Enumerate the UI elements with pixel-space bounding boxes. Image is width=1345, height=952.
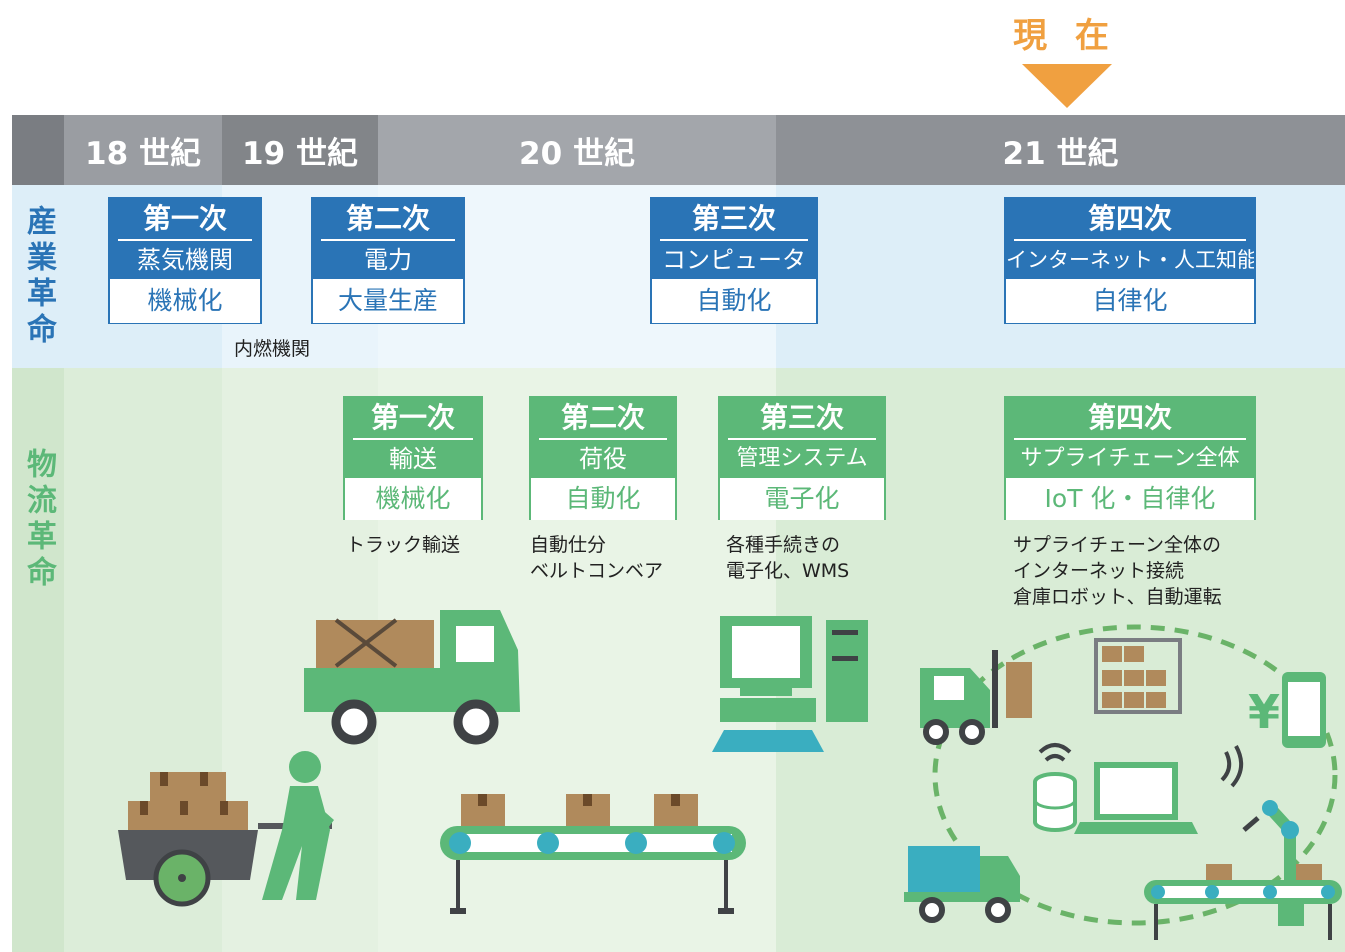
- logistics-card-3: 第三次管理システム 電子化: [718, 396, 886, 520]
- conveyor-belt-icon: [440, 794, 746, 914]
- card-result: 機械化: [110, 279, 260, 323]
- card-ordinal: 第二次: [560, 401, 645, 434]
- card-ordinal: 第一次: [370, 401, 455, 434]
- logistics-card-4: 第四次サプライチェーン全体 IoT 化・自律化: [1004, 396, 1256, 520]
- card-ordinal: 第四次: [1087, 401, 1172, 434]
- card-ordinal: 第四次: [1087, 202, 1172, 235]
- century-20: 20 世紀: [378, 115, 776, 185]
- card-result: 大量生産: [313, 279, 463, 323]
- logistics-card-1: 第一次輸送 機械化: [343, 396, 483, 520]
- card-name: インターネット・人工知能: [1006, 248, 1254, 272]
- card-result: 電子化: [720, 478, 884, 520]
- card-result: 機械化: [345, 478, 481, 520]
- century-21: 21 世紀: [776, 115, 1345, 185]
- note-line: インターネット接続: [1013, 560, 1185, 582]
- card-name: コンピュータ: [662, 246, 806, 274]
- industrial-card-4: 第四次インターネット・人工知能 自律化: [1004, 197, 1256, 324]
- delivery-truck-icon: [304, 610, 520, 745]
- card-ordinal: 第三次: [759, 401, 844, 434]
- card-name: 電力: [364, 246, 412, 274]
- handcart-worker-icon: [118, 751, 334, 907]
- century-18: 18 世紀: [64, 115, 222, 185]
- note-line: 電子化、WMS: [726, 560, 850, 582]
- note-line: トラック輸送: [346, 534, 461, 556]
- industrial-row-label: 産業革命: [12, 185, 64, 368]
- century-19: 19 世紀: [222, 115, 378, 185]
- note-line: 倉庫ロボット、自動運転: [1013, 586, 1222, 608]
- logistics-note-4: サプライチェーン全体の インターネット接続 倉庫ロボット、自動運転: [1013, 532, 1222, 610]
- card-ordinal: 第二次: [345, 202, 430, 235]
- card-name: サプライチェーン全体: [1020, 446, 1240, 471]
- now-label: 現 在: [1013, 16, 1117, 56]
- card-ordinal: 第三次: [691, 202, 776, 235]
- industrial-row-label-text: 産業革命: [21, 204, 56, 349]
- card-result: 自律化: [1006, 279, 1254, 323]
- industrial-card-3: 第三次コンピュータ 自動化: [650, 197, 818, 324]
- card-result: 自動化: [652, 279, 816, 323]
- card-name: 輸送: [389, 445, 437, 473]
- yen-icon: ¥: [1248, 685, 1280, 739]
- header-corner: [12, 115, 64, 185]
- card-ordinal: 第一次: [142, 202, 227, 235]
- now-arrow-icon: [1022, 64, 1112, 108]
- card-result: IoT 化・自律化: [1006, 478, 1254, 520]
- logistics-note-3: 各種手続きの 電子化、WMS: [726, 532, 849, 584]
- industrial-card-2: 第二次電力 大量生産: [311, 197, 465, 324]
- logistics-row-label: 物流革命: [12, 368, 64, 952]
- desktop-computer-icon: [712, 616, 868, 752]
- note-line: 各種手続きの: [726, 534, 841, 556]
- logistics-card-2: 第二次荷役 自動化: [529, 396, 677, 520]
- iot-network-cycle-icon: ¥: [904, 624, 1342, 940]
- card-name: 蒸気機関: [137, 246, 233, 274]
- logistics-note-2: 自動仕分 ベルトコンベア: [530, 532, 663, 584]
- century-19-label: 19 世紀: [242, 135, 358, 172]
- logistics-row-label-text: 物流革命: [21, 448, 56, 592]
- card-name: 荷役: [579, 445, 627, 473]
- industrial-card-1: 第一次蒸気機関 機械化: [108, 197, 262, 324]
- note-line: ベルトコンベア: [530, 560, 664, 582]
- note-line: 自動仕分: [530, 534, 607, 556]
- century-21-label: 21 世紀: [1002, 135, 1119, 172]
- logistics-note-1: トラック輸送: [346, 532, 460, 558]
- century-20-label: 20 世紀: [519, 135, 635, 172]
- note-line: サプライチェーン全体の: [1013, 534, 1222, 556]
- card-result: 自動化: [531, 478, 675, 520]
- century-18-label: 18 世紀: [85, 135, 201, 172]
- card-name: 管理システム: [736, 446, 868, 471]
- industrial-note: 内燃機関: [234, 338, 311, 360]
